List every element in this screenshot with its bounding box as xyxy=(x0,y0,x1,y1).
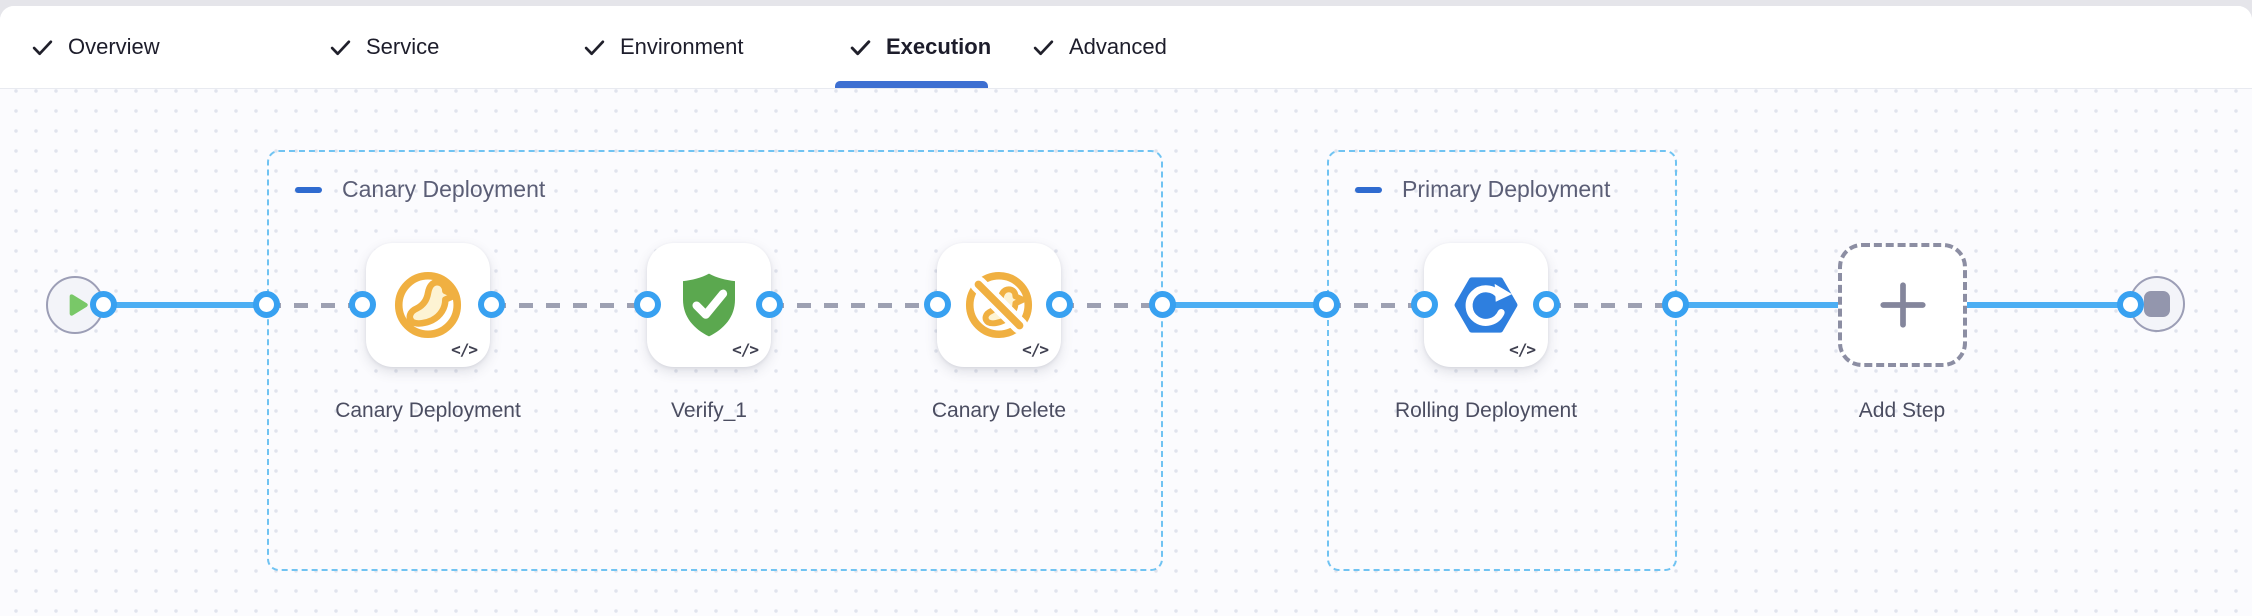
code-template-badge: </> xyxy=(451,340,478,359)
tab-overview[interactable]: Overview xyxy=(30,6,160,88)
pipeline-end-node xyxy=(2129,276,2185,332)
stage-group-canary-deployment: Canary Deployment xyxy=(267,150,1163,571)
tab-label: Environment xyxy=(620,34,744,59)
connector-line xyxy=(104,302,267,308)
connector-port[interactable] xyxy=(90,291,117,318)
connector-port[interactable] xyxy=(1533,291,1560,318)
connector-port[interactable] xyxy=(1313,291,1340,318)
group-header: Canary Deployment xyxy=(295,176,545,203)
tab-label: Advanced xyxy=(1069,34,1167,59)
connector-port[interactable] xyxy=(1411,291,1438,318)
group-label: Canary Deployment xyxy=(342,176,546,202)
group-label: Primary Deployment xyxy=(1402,176,1611,202)
code-template-badge: </> xyxy=(1509,340,1536,359)
play-icon xyxy=(69,294,88,316)
group-header: Primary Deployment xyxy=(1355,176,1610,203)
connector-line xyxy=(1060,303,1163,308)
tab-label: Service xyxy=(366,34,440,59)
step-node-canary-delete[interactable]: </> xyxy=(937,243,1061,367)
add-step-button[interactable] xyxy=(1838,243,1967,367)
code-template-badge: </> xyxy=(732,340,759,359)
connector-port[interactable] xyxy=(253,291,280,318)
minus-icon[interactable] xyxy=(1355,186,1382,193)
check-icon xyxy=(850,39,871,55)
connector-port[interactable] xyxy=(924,291,951,318)
active-tab-indicator xyxy=(835,81,988,88)
connector-port[interactable] xyxy=(1149,291,1176,318)
connector-line xyxy=(267,303,363,308)
connector-line xyxy=(492,303,648,308)
connector-port[interactable] xyxy=(1046,291,1073,318)
rolling-update-icon xyxy=(1454,277,1518,333)
step-label: Canary Delete xyxy=(931,399,1067,422)
shield-check-icon xyxy=(683,273,735,337)
connector-port[interactable] xyxy=(1662,291,1689,318)
tab-label: Overview xyxy=(68,34,160,59)
tab-service[interactable]: Service xyxy=(328,6,439,88)
connector-port[interactable] xyxy=(349,291,376,318)
pipeline-canvas: Canary Deployment Primary Deployment xyxy=(0,89,2252,616)
connector-port[interactable] xyxy=(756,291,783,318)
step-node-rolling-deployment[interactable]: </> xyxy=(1424,243,1548,367)
step-node-canary-deployment[interactable]: </> xyxy=(366,243,490,367)
check-icon xyxy=(584,39,605,55)
connector-port[interactable] xyxy=(478,291,505,318)
connector-line xyxy=(1547,303,1676,308)
tab-label: Execution xyxy=(886,34,992,59)
tab-execution[interactable]: Execution xyxy=(848,6,991,88)
stage-config-tabbar: Overview Service Environment Execution A… xyxy=(0,6,2252,89)
connector-line xyxy=(1327,303,1425,308)
step-label: Canary Deployment xyxy=(335,399,521,422)
connector-port[interactable] xyxy=(634,291,661,318)
check-icon xyxy=(330,39,351,55)
check-icon xyxy=(32,39,53,55)
plus-icon xyxy=(1879,282,1926,328)
tab-environment[interactable]: Environment xyxy=(582,6,744,88)
step-label: Rolling Deployment xyxy=(1394,399,1578,422)
code-template-badge: </> xyxy=(1022,340,1049,359)
minus-icon[interactable] xyxy=(295,186,322,193)
pipeline-editor: Overview Service Environment Execution A… xyxy=(0,6,2252,616)
connector-line xyxy=(1163,302,1327,308)
stop-icon xyxy=(2144,291,2170,317)
canary-slash-icon xyxy=(965,271,1033,339)
connector-port[interactable] xyxy=(2117,291,2144,318)
check-icon xyxy=(1033,39,1054,55)
connector-line xyxy=(770,303,938,308)
add-step-label: Add Step xyxy=(1858,399,1946,422)
canary-bird-icon xyxy=(394,271,462,339)
stage-group-primary-deployment: Primary Deployment xyxy=(1327,150,1677,571)
step-node-verify-1[interactable]: </> xyxy=(647,243,771,367)
step-label: Verify_1 xyxy=(671,399,747,422)
tab-advanced[interactable]: Advanced xyxy=(1031,6,1167,88)
